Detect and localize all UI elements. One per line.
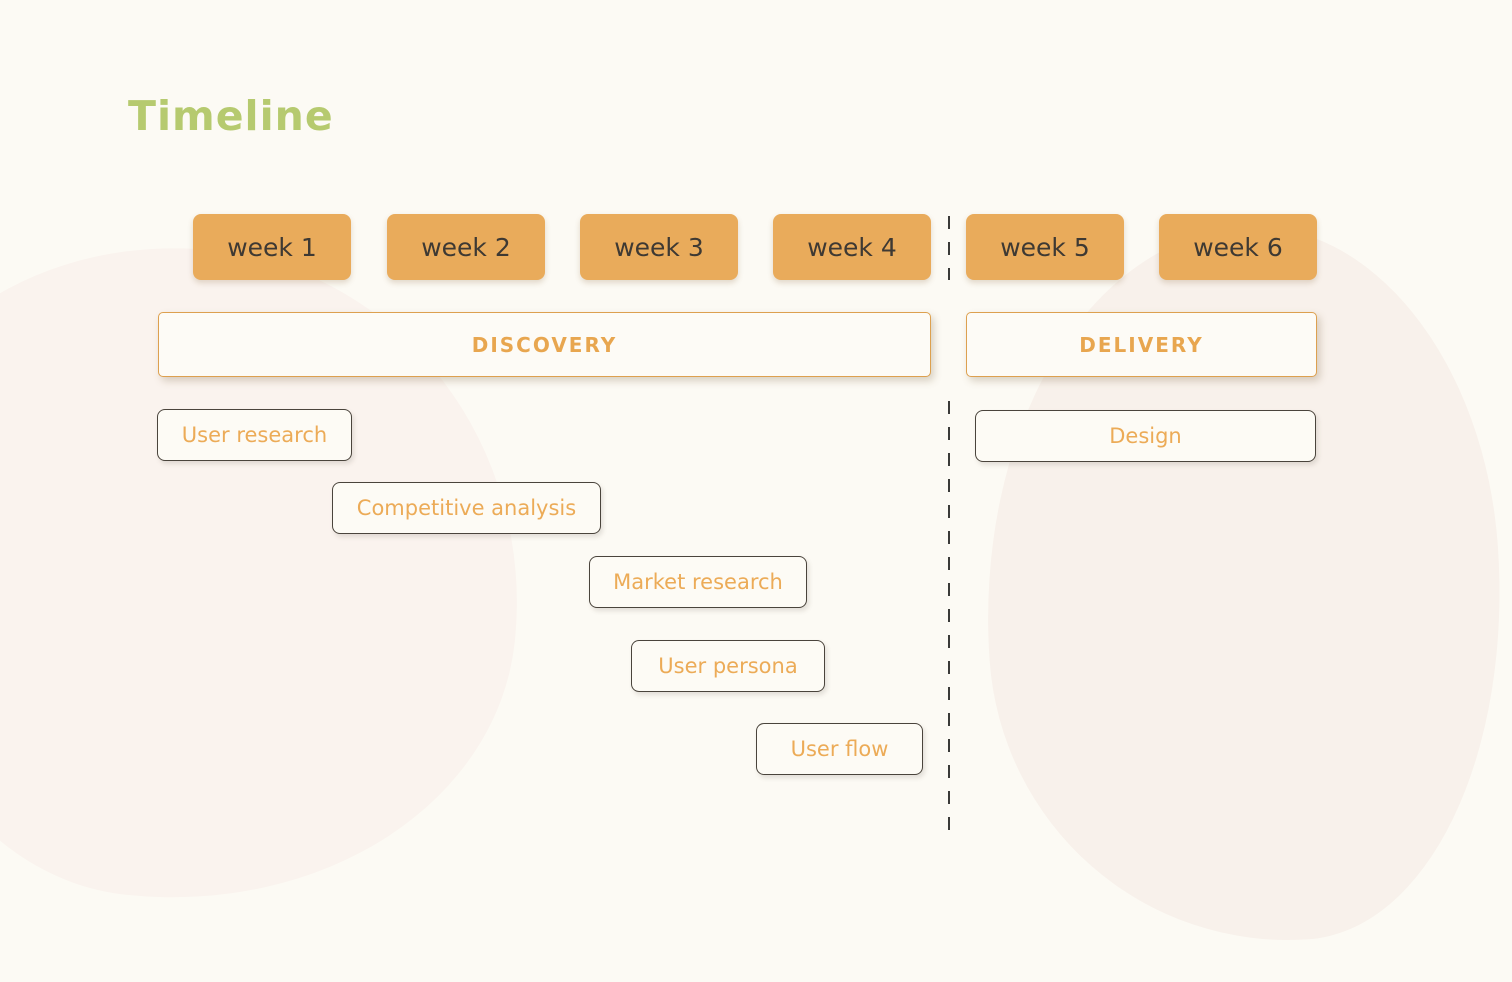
phase-divider-line-bottom [948, 401, 950, 837]
week-5-box: week 5 [966, 214, 1124, 280]
week-2-box: week 2 [387, 214, 545, 280]
task-user-persona: User persona [631, 640, 825, 692]
task-market-research: Market research [589, 556, 807, 608]
task-design: Design [975, 410, 1316, 462]
week-6-box: week 6 [1159, 214, 1317, 280]
task-user-flow: User flow [756, 723, 923, 775]
task-competitive-analysis: Competitive analysis [332, 482, 601, 534]
week-3-box: week 3 [580, 214, 738, 280]
week-1-box: week 1 [193, 214, 351, 280]
phase-bar-discovery: DISCOVERY [158, 312, 931, 377]
phase-divider-line-top [948, 216, 950, 280]
task-user-research: User research [157, 409, 352, 461]
page-title: Timeline [128, 92, 334, 140]
week-4-box: week 4 [773, 214, 931, 280]
phase-bar-delivery: DELIVERY [966, 312, 1317, 377]
